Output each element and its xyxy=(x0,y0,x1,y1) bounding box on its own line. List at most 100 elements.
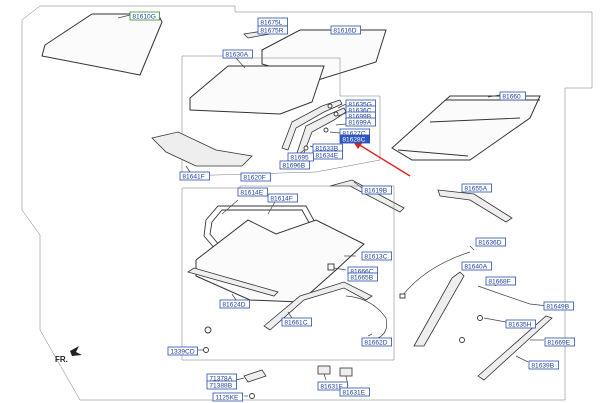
part-label-text: 81614F xyxy=(270,195,292,202)
part-label-81662d[interactable]: 81662D xyxy=(361,337,393,347)
rail-part xyxy=(281,99,343,151)
part-label-81675l[interactable]: 81675L xyxy=(257,17,289,27)
part-label-text: 81635G xyxy=(348,101,371,108)
sunroof-glass-part xyxy=(189,65,325,115)
part-label-text: 81649B xyxy=(546,303,569,310)
part-label-text: 81620F xyxy=(243,174,265,181)
part-label-1339cd[interactable]: 1339CD xyxy=(167,346,199,356)
guide-rail-part xyxy=(413,271,465,347)
part-label-81655a[interactable]: 81655A xyxy=(461,183,493,193)
label-leader xyxy=(367,333,373,337)
part-label-box xyxy=(361,251,393,261)
clip-part xyxy=(459,337,465,343)
part-label-71388b[interactable]: 71388B xyxy=(206,380,238,390)
part-label-81665b[interactable]: 81665B xyxy=(347,272,379,282)
clip-part xyxy=(327,103,333,109)
part-label-81634e[interactable]: 81634E xyxy=(312,150,344,160)
part-label-text: 81669E xyxy=(547,339,570,346)
label-leader xyxy=(337,112,347,117)
side-rail-part xyxy=(263,281,373,331)
part-label-81636d[interactable]: 81636D xyxy=(475,237,507,247)
part-label-81669e[interactable]: 81669E xyxy=(544,337,576,347)
part-label-1125ke[interactable]: 1125KE xyxy=(212,392,244,402)
part-label-box xyxy=(317,381,349,391)
part-label-text: 81636D xyxy=(478,239,501,246)
part-label-box xyxy=(179,171,211,181)
part-label-81668f[interactable]: 81668F xyxy=(485,276,517,286)
side-rail-part xyxy=(187,267,279,297)
part-label-box xyxy=(361,337,393,347)
part-label-text: 81630A xyxy=(225,51,248,58)
part-label-81661c[interactable]: 81661C xyxy=(281,317,313,327)
part-label-box xyxy=(485,276,517,286)
part-label-box xyxy=(528,360,560,370)
part-label-81641f[interactable]: 81641F xyxy=(179,171,211,181)
part-label-text: 81610G xyxy=(132,13,155,20)
part-label-81630a[interactable]: 81630A xyxy=(222,49,254,59)
part-label-81635h[interactable]: 81635H xyxy=(505,319,537,329)
part-label-box xyxy=(129,11,161,21)
trim-strip-part xyxy=(329,179,405,213)
bolt-part xyxy=(249,393,255,399)
part-label-text: 81619B xyxy=(364,187,387,194)
part-label-text: 81666C xyxy=(350,268,373,275)
part-label-81616d[interactable]: 81616D xyxy=(330,25,362,35)
part-label-81610g[interactable]: 81610G xyxy=(129,11,161,21)
part-label-81631f[interactable]: 81631F xyxy=(317,381,349,391)
part-label-81695[interactable]: 81695 xyxy=(287,152,314,162)
label-leader xyxy=(234,56,246,69)
part-label-text: 81635H xyxy=(508,321,531,328)
sunshade-bar xyxy=(429,117,521,123)
part-label-box xyxy=(461,183,493,193)
part-label-81631e[interactable]: 81631E xyxy=(339,387,371,397)
part-label-box xyxy=(475,237,507,247)
label-leader xyxy=(323,373,327,381)
trim-strip-part xyxy=(437,189,513,223)
deflector-part xyxy=(151,131,253,167)
part-label-box xyxy=(279,160,311,170)
part-label-81660[interactable]: 81660 xyxy=(499,91,526,101)
part-label-box xyxy=(219,299,251,309)
part-label-text: 71378A xyxy=(209,375,232,382)
part-label-box xyxy=(222,49,254,59)
part-label-81619b[interactable]: 81619B xyxy=(361,185,393,195)
part-label-81696b[interactable]: 81696B xyxy=(279,160,311,170)
motor-part xyxy=(317,365,331,375)
part-label-text: 81695 xyxy=(290,154,309,161)
part-label-text: 81675R xyxy=(260,27,283,34)
part-label-box xyxy=(267,193,299,203)
part-label-box xyxy=(461,261,493,271)
part-label-box xyxy=(167,346,199,356)
part-label-81624d[interactable]: 81624D xyxy=(219,299,251,309)
part-label-81640a[interactable]: 81640A xyxy=(461,261,493,271)
part-label-81649b[interactable]: 81649B xyxy=(543,301,575,311)
label-leader xyxy=(333,267,347,271)
part-label-text: 81661C xyxy=(284,319,307,326)
part-label-81675r[interactable]: 81675R xyxy=(257,25,289,35)
part-label-text: 71388B xyxy=(209,382,232,389)
part-label-81639b[interactable]: 81639B xyxy=(528,360,560,370)
part-label-text: 81675L xyxy=(260,19,282,26)
label-leader xyxy=(337,103,347,109)
part-label-81699a[interactable]: 81699A xyxy=(345,117,377,127)
part-label-81614e[interactable]: 81614E xyxy=(237,187,269,197)
part-label-box xyxy=(339,134,371,144)
part-label-box xyxy=(330,25,362,35)
clip-part xyxy=(327,263,335,271)
part-label-text: 81699A xyxy=(348,119,371,126)
label-leader xyxy=(287,311,293,319)
part-label-box xyxy=(212,392,244,402)
part-label-81628c[interactable]: 81628C xyxy=(339,134,371,144)
part-label-text: 1339CD xyxy=(170,348,194,355)
bolt-part xyxy=(203,347,209,353)
part-label-81613c[interactable]: 81613C xyxy=(361,251,393,261)
part-label-text: 81696B xyxy=(282,162,305,169)
label-leader xyxy=(335,123,347,126)
part-label-81614f[interactable]: 81614F xyxy=(267,193,299,203)
highlight-arrow xyxy=(357,143,411,177)
part-label-box xyxy=(361,185,393,195)
part-label-81620f[interactable]: 81620F xyxy=(240,172,272,182)
part-label-text: 81627C xyxy=(342,130,365,137)
